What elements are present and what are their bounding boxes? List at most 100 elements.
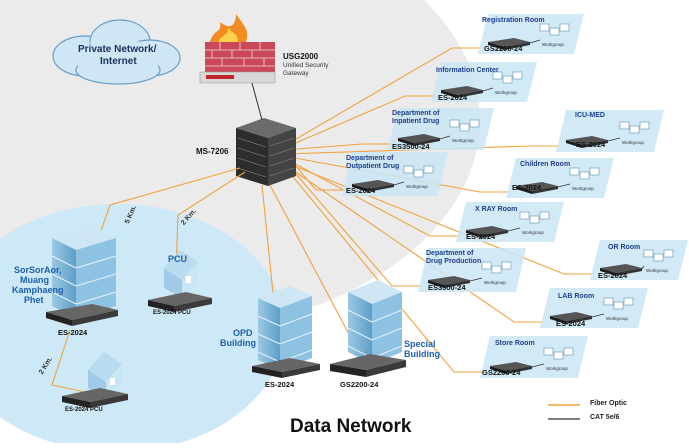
room-workgroup-5: Workgroup: [622, 140, 644, 145]
room-title-1: Registration Room: [482, 17, 545, 24]
pcu-house-icon: [164, 250, 198, 298]
computer-icon: [481, 261, 492, 270]
room-switch-icon: [488, 38, 530, 47]
room-title-8: Department of: [426, 250, 474, 257]
room-workgroup-2: Workgroup: [495, 90, 517, 95]
room-title-3-line2: Inpatient Drug: [392, 118, 440, 125]
room-panel-3: [388, 108, 494, 150]
diagram-title: Data Network: [290, 416, 412, 437]
cloud-icon: [52, 19, 181, 85]
special-label-2: Building: [404, 349, 440, 359]
uplink-line: [251, 82, 263, 121]
computer-icon: [413, 169, 424, 178]
site-name-3: Kamphaeng: [12, 285, 64, 295]
fiber-link-3: [283, 143, 392, 151]
room-panel-6: [506, 158, 614, 198]
special-switch-icon: [330, 354, 406, 377]
room-title-9: OR Room: [608, 244, 641, 251]
fiber-links: [283, 47, 594, 373]
computer-icon: [469, 119, 480, 128]
computer-icon: [449, 119, 460, 128]
room-title-3: Department of: [392, 110, 440, 117]
computer-icon: [569, 167, 580, 176]
room-workgroup-7: Workgroup: [522, 230, 544, 235]
room-device-7: ES-2024: [466, 232, 496, 241]
room-device-8: ES3500-24: [428, 283, 466, 292]
room-switch-icon: [516, 182, 558, 191]
fiber-link-1: [283, 47, 482, 147]
room-device-6: ES-2024: [512, 183, 542, 192]
room-switch-icon: [352, 180, 394, 189]
computer-icon: [519, 211, 530, 220]
room-device-9: ES-2024: [598, 271, 628, 280]
computer-icon: [559, 23, 570, 32]
fiber-link-9: [283, 161, 594, 275]
computer-icon: [619, 121, 630, 130]
cloud-label-2: Internet: [100, 56, 137, 67]
room-panel-9: [590, 240, 688, 280]
firewall-icon: [199, 14, 276, 84]
opd-building-icon: [257, 286, 313, 370]
room-title-11: Store Room: [495, 340, 535, 347]
computer-icon: [629, 125, 640, 134]
room-workgroup-4: Workgroup: [406, 184, 428, 189]
room-switch-icon: [566, 136, 608, 145]
room-switch-icon: [428, 276, 470, 285]
pcu-device: ES-2024 PCU: [153, 310, 191, 316]
computer-icon: [539, 23, 550, 32]
room-panel-2: [431, 62, 537, 102]
room-workgroup-8: Workgroup: [484, 280, 506, 285]
room-panel-4: [342, 152, 448, 196]
fiber-link-5: [283, 145, 560, 155]
room-title-10: LAB Room: [558, 293, 595, 300]
room-switch-icon: [490, 362, 532, 371]
room-workgroup-10: Workgroup: [606, 316, 628, 321]
room-title-7: X RAY Room: [475, 206, 518, 213]
sorsoraor-switch-icon: [46, 304, 118, 326]
pcu2-house-icon: [88, 352, 122, 398]
computer-icon: [603, 297, 614, 306]
special-building-icon: [347, 280, 403, 364]
room-workgroup-1: Workgroup: [542, 42, 564, 47]
special-device: GS2200-24: [340, 380, 379, 389]
fiber-link-7: [283, 157, 460, 237]
room-title-6: Children Room: [520, 161, 571, 168]
computer-icon: [492, 71, 503, 80]
room-device-2: ES-2024: [438, 93, 468, 102]
computer-icon: [623, 297, 634, 306]
pcu2-switch-icon: [62, 388, 128, 408]
room-switch-icon: [600, 264, 642, 273]
computer-icon: [653, 253, 664, 262]
room-switch-icon: [441, 86, 483, 95]
fiber-link-8: [283, 159, 422, 287]
core-name: MS-7206: [196, 147, 229, 156]
computer-icon: [501, 261, 512, 270]
room-workgroup-3: Workgroup: [452, 138, 474, 143]
computer-icon: [502, 75, 513, 84]
room-switch-icon: [398, 134, 440, 143]
legend-fiber-label: Fiber Optic: [590, 400, 627, 407]
site-name-2: Muang: [20, 275, 49, 285]
computer-icon: [539, 211, 550, 220]
computer-icon: [579, 171, 590, 180]
computer-icon: [543, 347, 554, 356]
firewall-desc-2: Gateway: [283, 70, 309, 77]
room-title-2: Information Center: [436, 67, 499, 74]
room-device-3: ES3500-24: [392, 142, 430, 151]
computer-icon: [459, 123, 470, 132]
opd-device: ES-2024: [265, 380, 295, 389]
room-title-5: ICU-MED: [575, 112, 605, 119]
room-panel-11: [480, 336, 588, 378]
room-switch-icon: [466, 226, 508, 235]
room-switch-icon: [550, 312, 592, 321]
room-workgroup-9: Workgroup: [646, 268, 668, 273]
computer-icon: [549, 27, 560, 36]
pcu-switch-icon: [148, 292, 212, 312]
sorsoraor-building-icon: [51, 226, 117, 318]
computer-icon: [553, 351, 564, 360]
opd-label-1: OPD: [233, 328, 253, 338]
room-panel-1: [478, 14, 584, 54]
pcu-label: PCU: [168, 254, 188, 264]
